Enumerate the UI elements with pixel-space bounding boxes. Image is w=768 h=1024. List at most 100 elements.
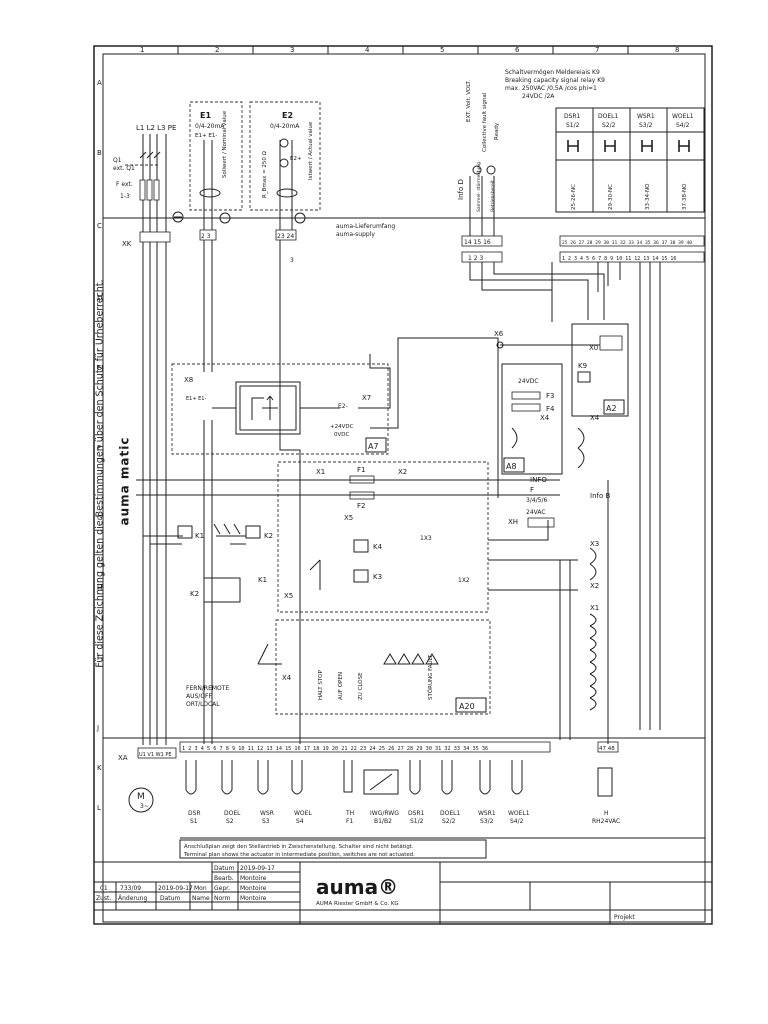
fuse-range: 1-3 (120, 193, 130, 200)
contactors-k1-k2: K1 K2 K2 K1 (143, 523, 273, 603)
ctrl-0v: 0VDC (334, 432, 349, 438)
tbl-terminals-top: 25 26 27 28 29 30 31 32 33 34 35 36 37 3… (562, 240, 692, 246)
bottom-terminals: XA U1 V1 W1 PE 1 2 3 4 5 6 7 8 9 10 11 1… (118, 741, 619, 813)
signal-table: DSR1 S1/2 DOEL1 S2/2 WSR1 S3/2 WOEL1 S4/… (555, 107, 705, 263)
module-a2: X0 K9 A2 X4 (571, 323, 629, 469)
xk-e1-pins: 2 3 (201, 233, 211, 240)
a8-label: A8 (506, 462, 517, 471)
x4-a20-label: X4 (282, 674, 292, 682)
sw-doel1: DOEL1 (440, 810, 460, 817)
sw-wsr-sub: S3 (262, 818, 270, 825)
collective-fault: Collective fault signal (482, 92, 488, 152)
sw-woel1: WOEL1 (508, 810, 530, 817)
input-e1: E1 0/4-20mA E1+ E1- Sollwert / Nominal v… (189, 101, 243, 240)
sw-doel: DOEL (224, 810, 241, 817)
supply-note-en: auma-supply (336, 231, 375, 238)
drawing-frame (93, 45, 713, 925)
notice-de: Anschlußplan zeigt den Stellantrieb in Z… (184, 844, 414, 850)
betriebsbereit: Betriebsbereit (490, 180, 496, 212)
tbl-pins-2: 29-30-NC (608, 184, 614, 210)
sw-th: TH (345, 810, 354, 817)
x1-right-label: X1 (590, 604, 599, 612)
side-brand: auma matic (117, 436, 132, 526)
f3-label: F3 (546, 392, 554, 400)
e1-pins: E1+ E1- (195, 133, 217, 139)
copyright-note: Für diese Zeichnung gelten die Bestimmun… (94, 279, 106, 668)
tbl-pins-4: 37-38-NO (682, 183, 688, 210)
relay-k9-info: Schaltvermögen Meldereiais K9 Breaking c… (457, 69, 605, 263)
sw-dsr1-sub: S1/2 (410, 818, 424, 825)
fuse-q1-sub: ext. Q1 (113, 165, 135, 172)
x7-label: X7 (362, 394, 371, 402)
switch-labels: DSR S1 DOEL S2 WSR S3 WOEL S4 TH F1 IWG/… (188, 810, 620, 825)
sw-dsr1: DSR1 (408, 810, 425, 817)
sw-h: H (604, 810, 609, 817)
rev-no: 01 (100, 885, 108, 892)
x0-label: X0 (589, 344, 598, 352)
norm-value: Montoire (240, 895, 267, 902)
sw-dsr: DSR (188, 810, 201, 817)
ctrl-24v: +24VDC (330, 424, 354, 430)
xh-label: XH (508, 518, 518, 526)
power-supply: L1 L2 L3 PE Q1 ext. Q1 F ext. 1-3 XK (113, 124, 184, 745)
col-3: 3 (290, 46, 294, 54)
supply-24vdc: 24VDC (518, 378, 539, 385)
e1-range: 0/4-20mA (195, 123, 225, 130)
x5-lower-label: X5 (284, 592, 293, 600)
relay-rating-2: 24VDC /2A (522, 93, 555, 100)
col-2: 2 (215, 46, 219, 54)
x5-label: X5 (344, 514, 353, 522)
sw-h-sub: RH24VAC (592, 818, 620, 825)
module-a20: A20 FERN/REMOTE AUS/OFF ORT/LOCAL X4 HAL… (186, 619, 491, 715)
zu-label: ZU CLOSE (358, 672, 364, 700)
xk-e2-pins: 23 24 (277, 233, 294, 240)
ext-volt: EXT. Volt. VOLT. (466, 80, 472, 122)
tbl-woel1-sub: S4/2 (676, 122, 690, 129)
tbl-woel1: WOEL1 (672, 113, 694, 120)
e1-title: E1 (200, 111, 211, 120)
row-b: B (97, 149, 102, 157)
row-l: L (97, 804, 101, 812)
motor-m: M (137, 792, 145, 802)
row-c: C (97, 222, 102, 230)
ready-label: Ready (494, 122, 500, 140)
tbl-doel1-sub: S2/2 (602, 122, 616, 129)
row-g: G (97, 514, 102, 522)
row-d: D (97, 294, 102, 302)
row-h: H (97, 584, 102, 592)
gepr-label: Gepr. (214, 885, 230, 892)
k1-label: K1 (195, 532, 204, 540)
x-terminals-top: 1 2 3 4 5 6 7 8 9 10 11 12 13 14 15 16 1… (182, 746, 488, 752)
sammel: Sammel- störmeldung (476, 162, 482, 212)
relay-rating-1: max. 250VAC /0,5A /cos phi=1 (505, 85, 597, 92)
e2-desc: Istwert / Actual value (308, 121, 314, 180)
row-e: E (97, 364, 101, 372)
aus-label: AUS/OFF (186, 693, 213, 700)
bearb-value: Montoire (240, 875, 267, 882)
company-name: AUMA Riester GmbH & Co. KG (316, 901, 399, 907)
projekt-label: Projekt (614, 914, 635, 921)
tbl-doel1: DOEL1 (598, 113, 618, 120)
fuse-ext: F ext. (116, 181, 133, 188)
a2-label: A2 (606, 404, 617, 413)
xa-label: XA (118, 754, 128, 762)
tbl-wsr1: WSR1 (637, 113, 655, 120)
col-1: 1 (140, 46, 144, 54)
rev-date: 2019-09-17 (158, 885, 193, 892)
terminal-47-48: 47 48 (599, 746, 615, 752)
rev-by: Mon (194, 885, 207, 892)
sw-wsr: WSR (260, 810, 274, 817)
tbl-pins-3: 33-34-NO (645, 183, 651, 210)
x1x3-label: 1X3 (420, 535, 432, 542)
x1-label: X1 (316, 468, 325, 476)
x1x2-label: 1X2 (458, 577, 470, 584)
relay-title-de: Schaltvermögen Meldereiais K9 (505, 69, 600, 76)
sw-th-sub: F1 (346, 818, 353, 825)
title-block: Datum 2019-09-17 Bearb. Montoire Gepr. M… (93, 861, 713, 925)
e2-pins: E2+ (290, 156, 302, 162)
sw-doel1-sub: S2/2 (442, 818, 456, 825)
sw-woel-sub: S4 (296, 818, 304, 825)
motor-sub: 3~ (140, 803, 149, 810)
sw-iwg: IWG/RWG (370, 810, 399, 817)
xk-3: 3 (290, 257, 294, 264)
